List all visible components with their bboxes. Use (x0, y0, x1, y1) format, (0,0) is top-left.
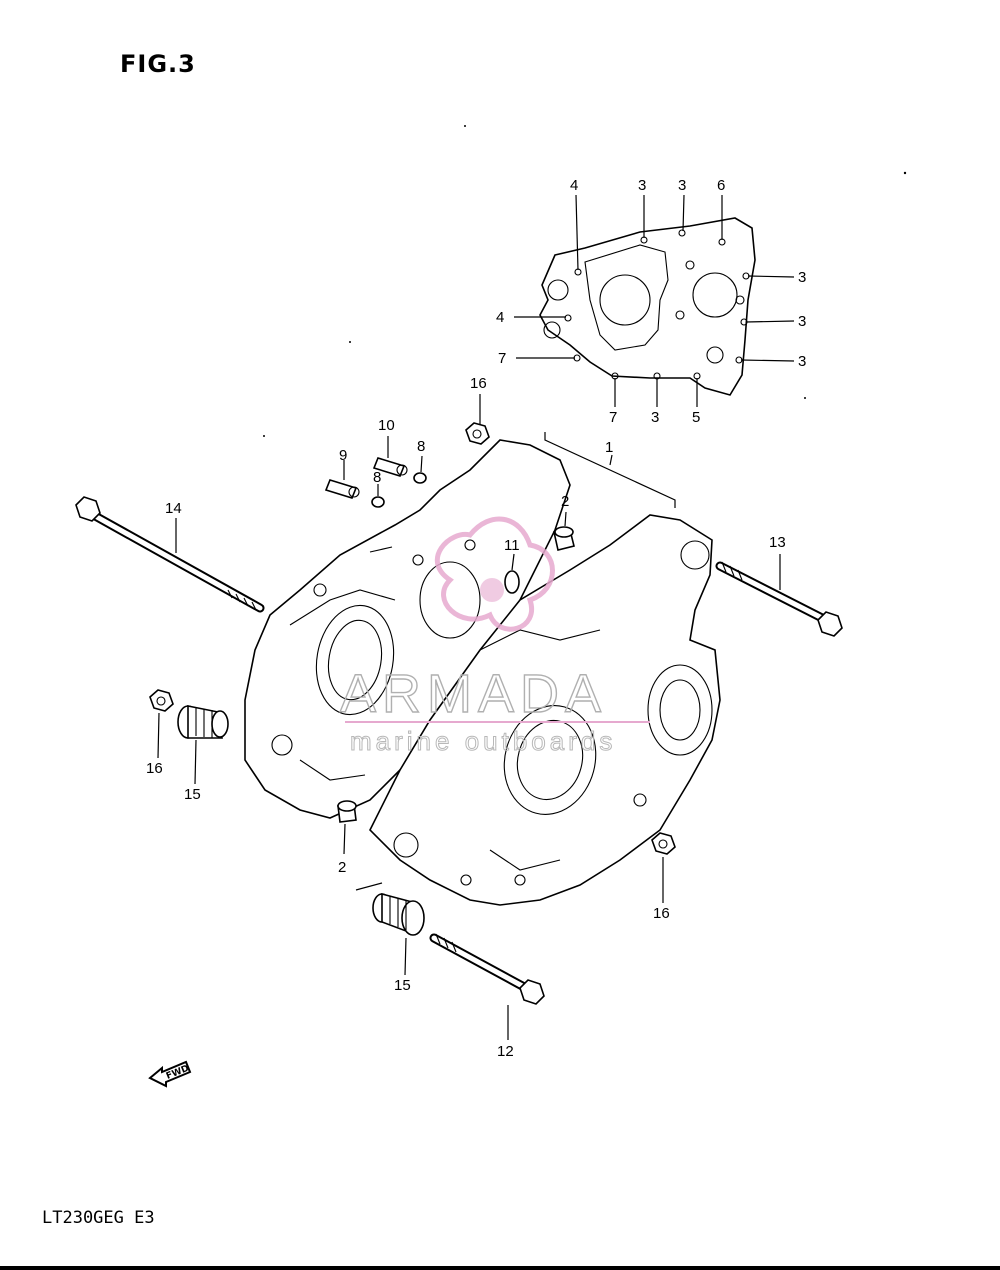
bearing-15-left (177, 705, 229, 739)
callout-8: 8 (373, 469, 381, 486)
washer-8-upper (413, 472, 427, 484)
watermark: ARMADA marine outboards (339, 516, 650, 757)
washer-8-lower (371, 496, 385, 508)
callout-3: 3 (798, 353, 806, 370)
model-code: LT230GEG E3 (42, 1208, 155, 1228)
fitting-9 (324, 479, 360, 499)
callout-3: 3 (651, 409, 659, 426)
fitting-10 (372, 457, 408, 477)
watermark-brand: ARMADA (340, 664, 607, 724)
callout-12: 12 (497, 1043, 514, 1060)
callout-9: 9 (339, 447, 347, 464)
scan-specks (263, 125, 907, 437)
callout-3: 3 (678, 177, 686, 194)
dowel-pin-2-bottom (337, 800, 357, 823)
callout-2: 2 (561, 493, 569, 510)
callout-11: 11 (504, 537, 520, 554)
fwd-label: FWD (165, 1064, 191, 1082)
bearing-15-bottom (372, 892, 425, 936)
callout-6: 6 (717, 177, 725, 194)
callout-16: 16 (653, 905, 670, 922)
bottom-border (0, 1266, 1000, 1270)
callout-15: 15 (394, 977, 411, 994)
callout-8: 8 (417, 438, 425, 455)
callout-16: 16 (146, 760, 163, 777)
oring-11 (504, 570, 520, 594)
bolt-12 (429, 933, 545, 1005)
nut-16-right (651, 832, 676, 855)
crankcase-right-half (369, 514, 721, 906)
callout-5: 5 (692, 409, 700, 426)
callout-16: 16 (470, 375, 487, 392)
callout-7: 7 (609, 409, 617, 426)
callout-4: 4 (496, 309, 504, 326)
crankcase-gasket (539, 217, 756, 396)
callout-7: 7 (498, 350, 506, 367)
callout-14: 14 (165, 500, 182, 517)
bolt-13 (715, 561, 843, 637)
callout-4: 4 (570, 177, 578, 194)
callout-3: 3 (638, 177, 646, 194)
callout-1: 1 (605, 439, 613, 456)
callout-13: 13 (769, 534, 786, 551)
callout-labels: 4 3 3 6 3 4 3 7 3 7 3 5 16 1 10 8 9 8 2 … (146, 177, 806, 1060)
figure-title: FIG.3 (120, 50, 196, 78)
watermark-tagline: marine outboards (350, 726, 616, 756)
dowel-pin-2-top (553, 526, 575, 551)
bolt-14 (75, 496, 265, 613)
leader-lines (157, 194, 795, 1040)
nut-16-left (149, 689, 174, 712)
callout-3: 3 (798, 313, 806, 330)
callout-15: 15 (184, 786, 201, 803)
callout-3: 3 (798, 269, 806, 286)
nut-16-top (465, 422, 490, 445)
callout-10: 10 (378, 417, 395, 434)
crankcase-left-half (244, 439, 571, 819)
fwd-arrow-icon: FWD (148, 1060, 192, 1088)
callout-2: 2 (338, 859, 346, 876)
